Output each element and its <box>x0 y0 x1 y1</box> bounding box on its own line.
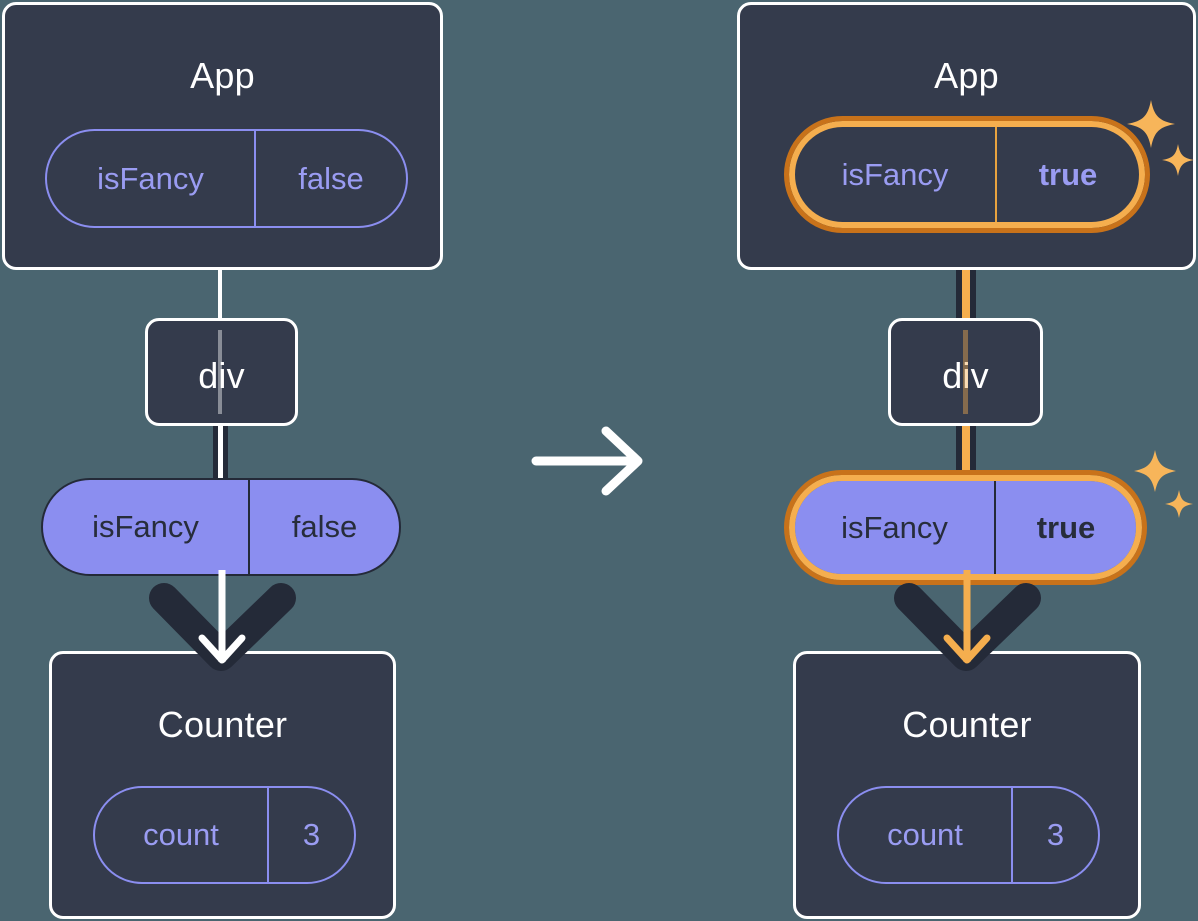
app-title-after: App <box>934 55 999 96</box>
sparkle-icon-prop <box>1134 450 1193 518</box>
transition-arrow-icon <box>531 426 643 496</box>
connector-through-div-right <box>963 330 968 414</box>
app-card-before: App isFancy false <box>2 2 443 270</box>
counter-state-key-after: count <box>887 817 963 852</box>
counter-state-pill-before: count 3 <box>93 786 356 884</box>
connector-div-to-prop-right <box>962 420 970 488</box>
div-card-before: div <box>145 318 298 426</box>
prop-pill-after: isFancy true <box>795 481 1136 574</box>
app-state-key-after: isFancy <box>841 156 949 192</box>
counter-title-after: Counter <box>902 704 1032 745</box>
connector-app-to-div-right <box>962 228 970 330</box>
app-state-value-after: true <box>995 127 1139 222</box>
prop-pill-key-after: isFancy <box>841 509 948 545</box>
app-title-before: App <box>190 55 255 96</box>
counter-state-pill-after: count 3 <box>837 786 1100 884</box>
prop-pill-before: isFancy false <box>41 478 401 576</box>
prop-pill-key-before: isFancy <box>92 509 199 544</box>
counter-state-value-before: 3 <box>267 788 354 882</box>
counter-card-after: Counter count 3 <box>793 651 1141 919</box>
prop-pill-value-before: false <box>248 480 399 574</box>
div-card-after: div <box>888 318 1043 426</box>
prop-pill-value-after: true <box>994 481 1136 574</box>
connector-through-div-left <box>218 330 222 414</box>
connector-div-to-prop-left <box>218 424 223 488</box>
connector-app-to-div-left <box>218 268 222 328</box>
counter-state-value-after: 3 <box>1011 788 1098 882</box>
flow-arrow-after <box>894 570 1041 671</box>
counter-state-key-before: count <box>143 817 219 852</box>
counter-card-before: Counter count 3 <box>49 651 396 919</box>
div-label-after: div <box>942 355 989 396</box>
app-state-value-before: false <box>254 131 406 226</box>
flow-arrow-before <box>149 570 296 671</box>
app-state-pill-after: isFancy true <box>795 127 1139 222</box>
counter-title-before: Counter <box>157 704 288 745</box>
div-label-before: div <box>198 355 245 396</box>
app-state-key-before: isFancy <box>97 160 204 196</box>
app-state-pill-before: isFancy false <box>45 129 408 228</box>
